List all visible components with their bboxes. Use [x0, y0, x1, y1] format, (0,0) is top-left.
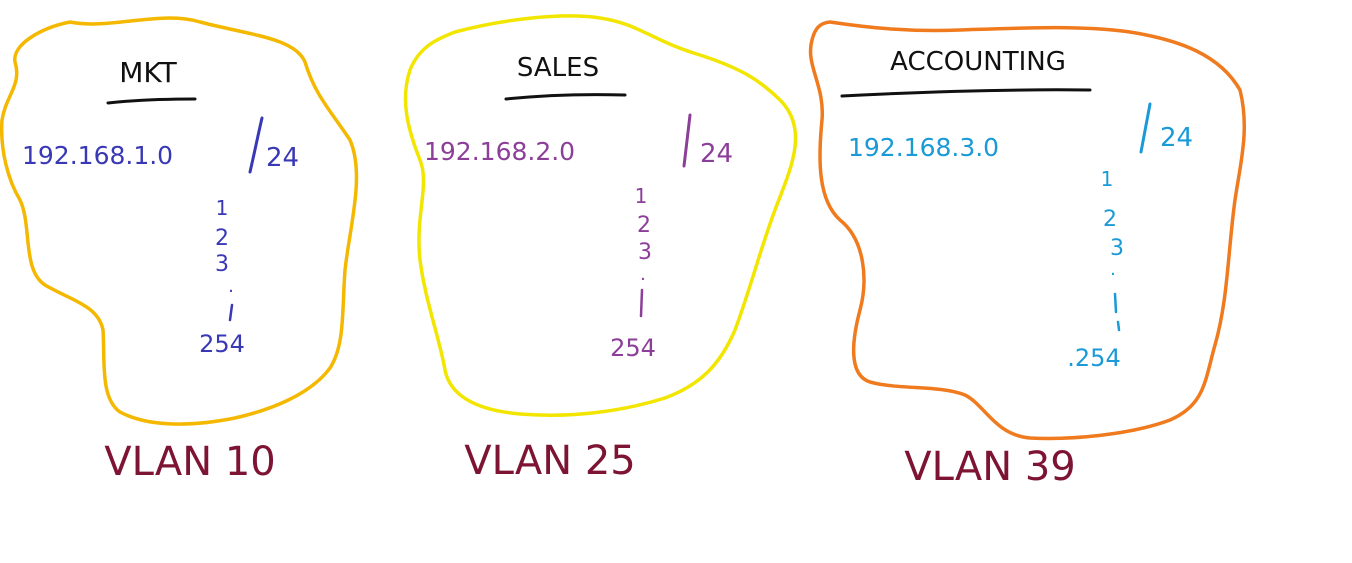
accounting-host-2: 2 [1103, 207, 1117, 232]
accounting-title: ACCOUNTING [890, 47, 1066, 77]
mkt-group: MKT 192.168.1.0 24 1 2 3 . 254 VLAN 10 [0, 16, 359, 485]
mkt-host-3: 3 [215, 252, 229, 277]
accounting-host-tick-2 [1116, 320, 1121, 332]
accounting-host-3: 3 [1110, 236, 1124, 261]
mkt-host-1: 1 [216, 196, 229, 220]
mkt-title-underline [106, 97, 197, 105]
mkt-host-tick [228, 303, 234, 322]
sales-host-2: 2 [637, 213, 651, 238]
accounting-host-tick-1 [1113, 292, 1118, 314]
mkt-host-ellipsis: . [228, 276, 234, 297]
accounting-vlan-label: VLAN 39 [904, 444, 1075, 490]
mkt-host-2: 2 [215, 226, 229, 251]
accounting-mask-slash [1139, 102, 1152, 154]
accounting-group: ACCOUNTING 192.168.3.0 24 1 2 3 . .254 V… [808, 20, 1246, 490]
mkt-network: 192.168.1.0 [22, 141, 173, 170]
accounting-host-last: .254 [1067, 344, 1120, 372]
mkt-mask: 24 [266, 143, 299, 173]
sales-network: 192.168.2.0 [424, 137, 575, 166]
mkt-host-last: 254 [199, 330, 245, 358]
accounting-boundary [808, 20, 1246, 441]
accounting-network: 192.168.3.0 [848, 133, 999, 162]
mkt-title: MKT [119, 56, 177, 89]
accounting-host-1: 1 [1101, 167, 1114, 191]
accounting-host-ellipsis: . [1110, 259, 1116, 280]
accounting-mask: 24 [1160, 123, 1193, 153]
sales-host-tick [639, 288, 644, 318]
sales-mask: 24 [700, 139, 733, 169]
sales-title-underline [504, 93, 627, 101]
sales-host-3: 3 [638, 240, 652, 265]
sales-group: SALES 192.168.2.0 24 1 2 3 . 254 VLAN 25 [403, 14, 798, 484]
mkt-vlan-label: VLAN 10 [104, 439, 275, 485]
sales-vlan-label: VLAN 25 [464, 438, 635, 484]
sales-boundary [403, 14, 798, 417]
sales-host-ellipsis: . [640, 264, 646, 285]
sales-mask-slash [682, 113, 692, 168]
sales-host-last: 254 [610, 334, 656, 362]
mkt-boundary [0, 16, 359, 426]
sales-host-1: 1 [635, 184, 648, 208]
accounting-title-underline [840, 88, 1092, 98]
sales-title: SALES [517, 53, 599, 83]
mkt-mask-slash [248, 116, 264, 174]
